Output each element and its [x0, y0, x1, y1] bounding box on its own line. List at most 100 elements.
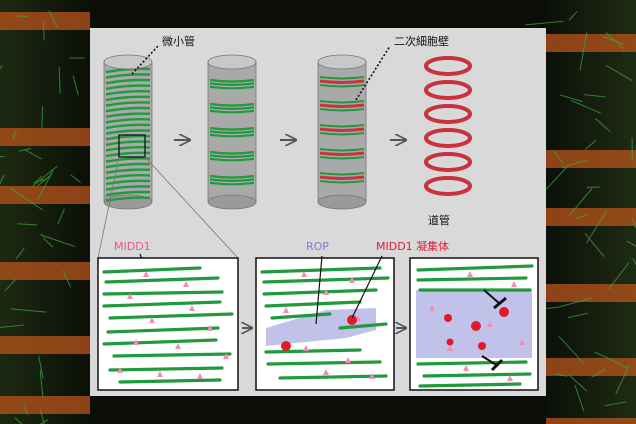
bg-fiber [632, 258, 636, 266]
bg-fiber [615, 364, 631, 395]
microtubule-band [319, 172, 365, 176]
aggregate-dot [444, 314, 452, 322]
aggregate-dot [478, 342, 486, 350]
microtubule-line [105, 78, 151, 85]
bg-fiber [4, 278, 17, 292]
bg-fiber [70, 174, 81, 183]
microtubule-band [209, 109, 255, 114]
wall-ring [319, 175, 365, 180]
midd1-marker [349, 277, 355, 283]
bg-fiber [33, 178, 47, 184]
cylinder-banded-microtubules [207, 54, 257, 210]
bg-fiber [14, 417, 23, 424]
midd1-marker [345, 357, 351, 363]
bg-band [0, 128, 90, 146]
bg-fiber [0, 324, 24, 328]
microtubule-band [209, 181, 255, 186]
bg-fiber [48, 10, 58, 29]
bg-fiber [575, 214, 588, 220]
bg-band [0, 12, 90, 30]
microtubule-line [106, 326, 220, 334]
bg-fiber [31, 165, 58, 187]
bg-fiber [567, 312, 588, 319]
microtubule-line [105, 90, 151, 96]
bg-fiber [11, 308, 47, 313]
bg-fiber [39, 369, 44, 398]
midd1-marker [507, 375, 513, 381]
bg-fiber [605, 64, 633, 82]
bg-fiber [579, 31, 588, 71]
bg-band [0, 262, 90, 280]
label-vessel: 道管 [428, 213, 450, 227]
midd1-marker [369, 373, 375, 379]
microtubule-band [209, 126, 255, 131]
microtubule-band [209, 154, 255, 158]
bg-band [546, 150, 636, 168]
bg-band [546, 418, 636, 424]
microtubule-band [319, 156, 365, 160]
microtubule-line [112, 352, 232, 358]
midd1-marker [133, 339, 139, 345]
microtubule-band [209, 130, 255, 134]
cylinder-microtubules [103, 54, 153, 210]
midd1-marker [429, 305, 435, 311]
wall-ring [424, 152, 472, 172]
aggregate-dot [499, 307, 509, 317]
microtubule-line [105, 73, 151, 79]
wall-ring [319, 79, 365, 84]
microtubule-band [319, 180, 365, 184]
microtubule-line [338, 322, 388, 330]
midd1-marker [223, 353, 229, 359]
microtubule-line [266, 360, 382, 366]
diagram-panel: 微小管 二次細胞壁 道管 MIDD1 ROP MIDD1 凝集体 [90, 28, 546, 396]
detail-panel-microtubules [97, 257, 239, 391]
bg-fiber [595, 351, 628, 369]
bg-fiber [39, 234, 76, 248]
midd1-marker [207, 325, 213, 331]
wall-ring [319, 127, 365, 132]
bg-fiber [568, 11, 578, 21]
microtubule-line [108, 366, 224, 372]
bg-fiber [37, 170, 54, 200]
bg-fiber [594, 117, 611, 133]
microtubule-line [105, 168, 151, 174]
bg-fiber [554, 373, 568, 377]
midd1-marker [301, 271, 307, 277]
midd1-marker [157, 371, 163, 377]
midd1-marker [303, 345, 309, 351]
aggregate-dot [471, 321, 481, 331]
aggregate-dot [281, 341, 291, 351]
bg-fiber [17, 223, 38, 226]
figure: 微小管 二次細胞壁 道管 MIDD1 ROP MIDD1 凝集体 [97, 34, 539, 391]
wall-ring [424, 128, 472, 148]
inhibition-bar-icon [483, 289, 501, 305]
microtubule-band [319, 132, 365, 136]
bg-band [0, 396, 90, 414]
midd1-marker [519, 339, 525, 345]
bg-fiber [15, 247, 25, 260]
inhibition-bar-icon [481, 355, 499, 367]
microtubule-line [264, 300, 362, 308]
bg-fiber [39, 419, 49, 424]
midd1-marker [127, 293, 133, 299]
wall-ring [424, 56, 472, 76]
microtubule-line [108, 312, 234, 320]
wall-ring [319, 151, 365, 156]
bg-fiber [23, 405, 29, 415]
bg-fiber [608, 262, 630, 290]
bg-fiber [24, 149, 42, 160]
wall-ring [424, 104, 472, 124]
inhibition-bar-icon [490, 358, 504, 372]
microtubule-line [118, 378, 222, 384]
midd1-marker [447, 345, 453, 351]
midd1-marker [197, 373, 203, 379]
bg-fiber [10, 187, 43, 211]
detail-panel-rop [255, 257, 395, 391]
bg-fiber [525, 20, 564, 26]
microtubule-line [105, 95, 151, 102]
wall-ring [424, 80, 472, 100]
bg-fiber [561, 159, 587, 169]
bg-fiber [0, 155, 5, 158]
midd1-marker [149, 317, 155, 323]
bg-fiber [574, 384, 585, 412]
